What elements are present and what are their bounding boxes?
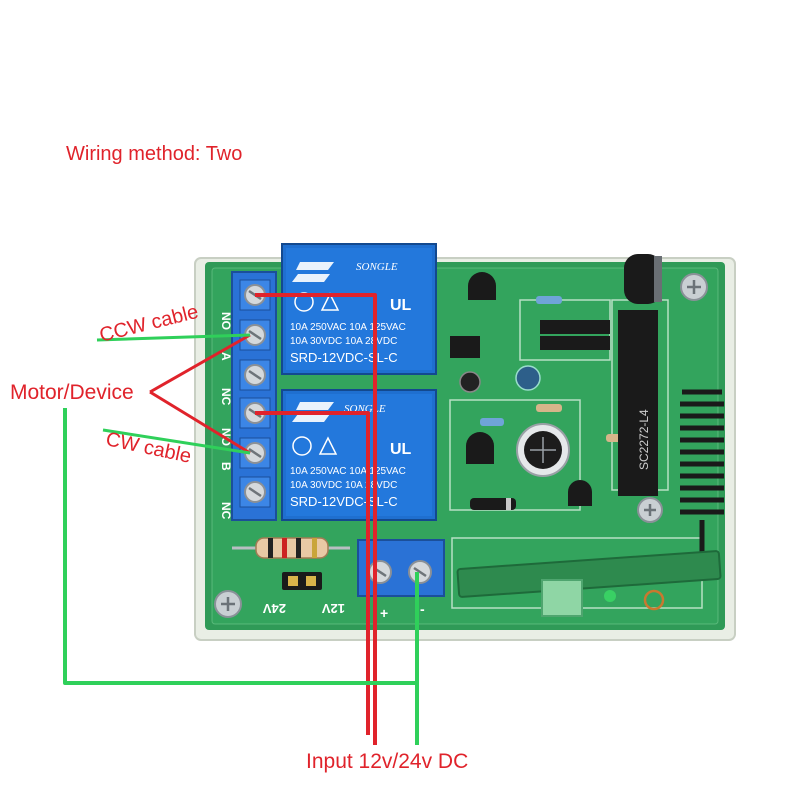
- terminal-label: NO: [219, 312, 233, 330]
- voltage-jumper: [282, 572, 322, 590]
- power-plus-label: +: [380, 605, 388, 621]
- resistor: [232, 537, 350, 559]
- terminal-label: B: [219, 462, 233, 471]
- svg-text:UL: UL: [390, 441, 412, 458]
- motor-device-label: Motor/Device: [10, 381, 134, 404]
- power-terminal-block: [357, 539, 445, 597]
- relay-rating: 10A 30VDC 10A 28VDC: [290, 336, 397, 347]
- power-minus-label: -: [420, 601, 425, 617]
- ic-label: SC2272-L4: [637, 409, 651, 470]
- relay-1: SONGLE UL 10A 250VAC 10A 125VAC 10A 30VD…: [281, 243, 437, 375]
- decoder-ic: SC2272-L4: [618, 310, 658, 496]
- screw-icon: [214, 590, 242, 618]
- svg-text:UL: UL: [390, 297, 412, 314]
- electrolytic-capacitor: [624, 254, 662, 304]
- small-capacitor: [459, 365, 541, 393]
- terminal-label: A: [219, 352, 233, 361]
- input-voltage-label: Input 12v/24v DC: [306, 750, 469, 773]
- screw-icon: [680, 273, 708, 301]
- transistor: [568, 480, 592, 506]
- diagram-title: Wiring method: Two: [66, 143, 243, 165]
- voltage-12-label: 12V: [322, 601, 345, 616]
- electrolytic-capacitor: [516, 423, 570, 477]
- green-wire: [63, 408, 419, 745]
- diode: [470, 498, 516, 510]
- relay-rating: 10A 250VAC 10A 125VAC: [290, 466, 406, 477]
- relay-rating: 10A 30VDC 10A 28VDC: [290, 480, 397, 491]
- receiver-module: [456, 550, 722, 617]
- screw-icon: [637, 497, 663, 523]
- voltage-24-label: 24V: [263, 601, 286, 616]
- terminal-label: NC: [219, 502, 233, 520]
- red-wire: [255, 293, 377, 745]
- relay-model: SRD-12VDC-SL-C: [290, 350, 398, 365]
- terminal-label: NC: [219, 388, 233, 406]
- label-pointers: [96, 333, 251, 455]
- transistor: [466, 432, 494, 464]
- antenna-coil: [680, 389, 724, 560]
- header-pins: [450, 320, 610, 358]
- relay-model: SRD-12VDC-SL-C: [290, 494, 398, 509]
- relay-rating: 10A 250VAC 10A 125VAC: [290, 322, 406, 333]
- relay-brand: SONGLE: [356, 261, 398, 273]
- transistor: [468, 272, 496, 300]
- relay-2: SONGLE UL 10A 250VAC 10A 125VAC 10A 30VD…: [281, 389, 437, 521]
